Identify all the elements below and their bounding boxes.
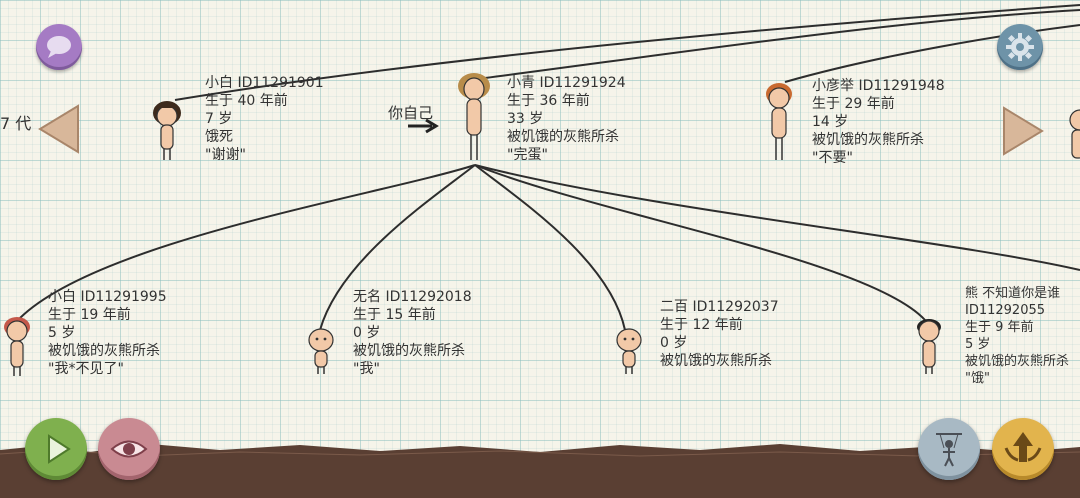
chat-button[interactable] bbox=[36, 24, 82, 70]
character-figure[interactable] bbox=[2, 314, 36, 380]
puppet-button[interactable] bbox=[918, 418, 980, 480]
view-button[interactable] bbox=[98, 418, 160, 480]
settings-button[interactable] bbox=[997, 24, 1043, 70]
play-icon bbox=[48, 434, 71, 464]
character-figure[interactable] bbox=[612, 326, 648, 378]
puppet-icon bbox=[936, 433, 962, 467]
character-figure[interactable] bbox=[148, 96, 188, 166]
you-label: 你自己 bbox=[388, 104, 434, 122]
character-figure[interactable] bbox=[304, 326, 340, 378]
upgrade-button[interactable] bbox=[992, 418, 1054, 480]
up-arrow-wings-icon bbox=[1004, 432, 1042, 462]
character-figure-self[interactable] bbox=[452, 70, 496, 166]
play-button[interactable] bbox=[25, 418, 87, 480]
right-arrow-icon[interactable] bbox=[1002, 104, 1046, 158]
character-figure-partial[interactable] bbox=[1066, 106, 1080, 166]
self-arrow-icon bbox=[408, 118, 439, 134]
generation-label: 7 代 bbox=[0, 114, 32, 133]
eye-icon bbox=[110, 440, 148, 458]
character-figure[interactable] bbox=[912, 316, 948, 378]
gear-icon bbox=[1006, 33, 1034, 61]
chat-bubble-icon bbox=[47, 36, 71, 58]
left-arrow-icon[interactable] bbox=[36, 102, 80, 156]
character-figure[interactable] bbox=[760, 80, 800, 166]
